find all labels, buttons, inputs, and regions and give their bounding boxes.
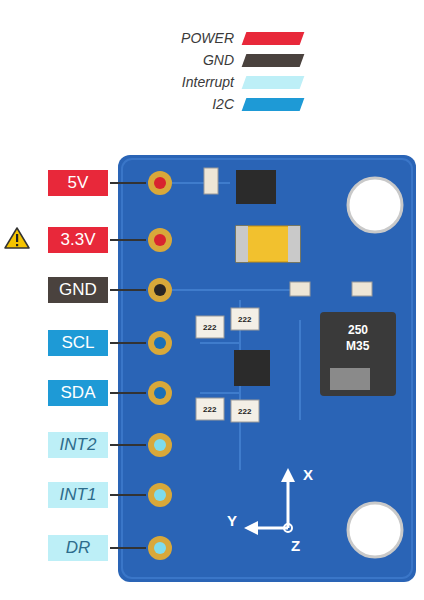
axis-label: Z — [291, 537, 300, 554]
pin-label-box: DR — [48, 535, 108, 561]
resistor-code: 222 — [238, 315, 251, 324]
legend-text: POWER — [181, 30, 234, 46]
legend-swatch — [242, 76, 305, 89]
pin-headers — [148, 171, 172, 560]
leader-lines — [110, 183, 146, 548]
legend-text: Interrupt — [182, 74, 234, 90]
axis-label: Y — [227, 512, 237, 529]
legend-text: GND — [203, 52, 234, 68]
pin-label: 5V — [68, 173, 89, 193]
legend-swatch — [242, 32, 305, 45]
pin-label: DR — [66, 538, 91, 558]
warning-icon — [5, 228, 29, 248]
pin-label: SCL — [61, 333, 94, 353]
pin-label: INT2 — [60, 435, 97, 455]
legend-swatch — [242, 98, 305, 111]
pin-label-box: INT1 — [48, 482, 108, 508]
pin-label-box: SDA — [48, 380, 108, 406]
resistor-code: 222 — [203, 323, 216, 332]
chip-marking: M35 — [346, 339, 369, 353]
pin-label-box: 5V — [48, 170, 108, 196]
axis-label: X — [303, 466, 313, 483]
pin-label: INT1 — [60, 485, 97, 505]
resistor-code: 222 — [203, 405, 216, 414]
components — [196, 168, 396, 422]
pin-label-box: 3.3V — [48, 227, 108, 253]
pin-label: GND — [59, 280, 97, 300]
pin-label: 3.3V — [61, 230, 96, 250]
legend-text: I2C — [212, 96, 234, 112]
legend-swatch — [242, 54, 305, 67]
axis-arrows — [244, 468, 295, 535]
pin-label-box: GND — [48, 277, 108, 303]
chip-marking: 250 — [348, 323, 368, 337]
pin-label: SDA — [61, 383, 96, 403]
resistor-code: 222 — [238, 407, 251, 416]
pcb — [118, 155, 416, 582]
pin-label-box: SCL — [48, 330, 108, 356]
pin-label-box: INT2 — [48, 432, 108, 458]
